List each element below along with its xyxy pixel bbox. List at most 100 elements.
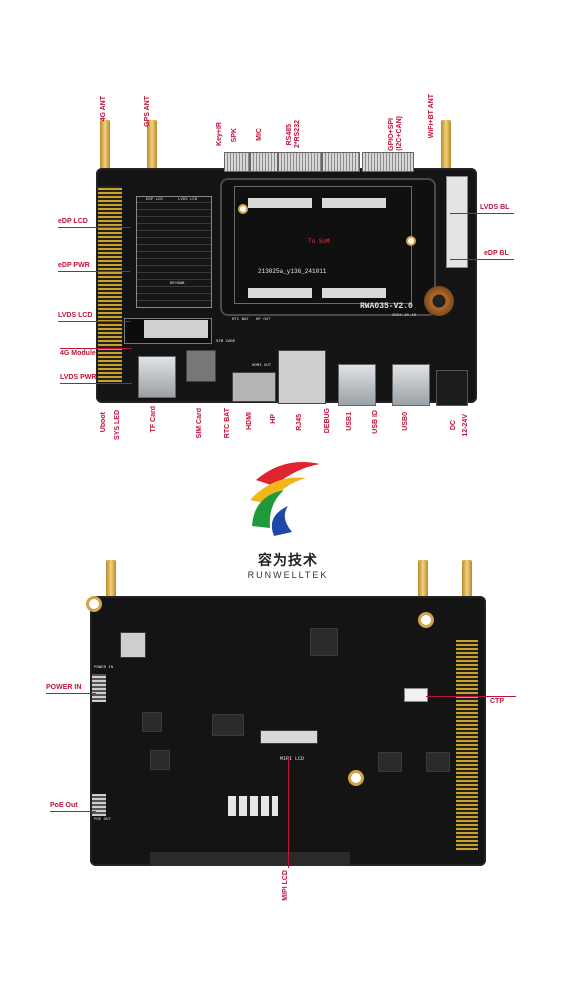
- mipi-connector-row: [228, 796, 278, 816]
- label-i2c-can: (I2C+CAN): [396, 116, 403, 151]
- hp-silk: HP OUT: [256, 318, 271, 322]
- chip: [260, 730, 318, 744]
- label-edp-pwr: eDP PWR: [58, 262, 90, 269]
- inductor: [426, 752, 450, 772]
- label-hp: HP: [270, 414, 277, 424]
- som-label: To SoM: [308, 238, 330, 245]
- leader-line: [50, 811, 96, 812]
- label-lvds-pwr: LVDS PWR: [60, 374, 97, 381]
- mount-hole: [238, 204, 248, 214]
- label-poe-out: PoE Out: [50, 802, 78, 809]
- som-id: 213025a_y136_241011: [258, 268, 327, 275]
- label-usb1: USB1: [346, 412, 353, 431]
- leader-line: [58, 321, 130, 322]
- left-pin-header: [98, 186, 122, 382]
- board-to-board-connector-1: [248, 198, 312, 208]
- right-pin-header: [456, 640, 478, 850]
- label-tf-card: TF Card: [150, 406, 157, 433]
- antenna-connector: [106, 560, 116, 602]
- label-sys-led: SYS LED: [114, 410, 121, 440]
- lcd-pin-table: [136, 196, 212, 308]
- brand-name-en: RUNWELLTEK: [247, 570, 329, 580]
- leader-line: [288, 758, 289, 868]
- mpcie-slot: [144, 320, 208, 338]
- label-rj45: RJ45: [296, 414, 303, 431]
- power-in-silk: POWER IN: [94, 666, 114, 670]
- inductor: [424, 286, 454, 316]
- sim-card-slot: [186, 350, 216, 382]
- poe-out-silk: POE OUT: [94, 818, 111, 822]
- usb1-port: [338, 364, 376, 406]
- label-lvds-lcd: LVDS LCD: [58, 312, 93, 319]
- label-gps-ant: GPS ANT: [144, 96, 151, 127]
- label-hdmi: HDMI: [246, 412, 253, 430]
- spk-mic-header: [250, 152, 278, 172]
- rs232-header: [322, 152, 360, 172]
- label-edp-lcd: eDP LCD: [58, 218, 88, 225]
- right-connector: [446, 176, 468, 268]
- runwelltek-logo-icon: [250, 462, 320, 536]
- poe-out-header: [92, 794, 106, 816]
- board-to-board-connector-4: [322, 288, 386, 298]
- gpio-header: [362, 152, 414, 172]
- wifi-module: [120, 632, 146, 658]
- leader-line: [426, 696, 516, 697]
- label-ctp: CTP: [490, 698, 504, 705]
- label-usb0: USB0: [402, 412, 409, 431]
- label-sim-card: SIM Card: [196, 408, 203, 439]
- rj45-port: [278, 350, 326, 404]
- date-silk: 2024-10-10: [392, 314, 417, 318]
- mount-hole: [406, 236, 416, 246]
- ctp-connector: [404, 688, 428, 702]
- dc-jack: [436, 370, 468, 406]
- inductor: [150, 750, 170, 770]
- 4g-antenna-connector: [100, 120, 110, 176]
- label-mic: MIC: [256, 128, 263, 141]
- board-to-board-connector-2: [322, 198, 386, 208]
- hdmi-port: [232, 372, 276, 402]
- label-4g-module: 4G Module: [60, 350, 96, 357]
- label-dc-voltage: 12-24V: [462, 414, 469, 437]
- inductor: [142, 712, 162, 732]
- label-uboot: Uboot: [100, 412, 107, 433]
- leader-line: [60, 383, 132, 384]
- mount-hole: [86, 596, 102, 612]
- label-lvds-bl: LVDS BL: [480, 204, 510, 211]
- sim-silk: SIM CARD: [216, 340, 236, 344]
- label-wifi-bt-ant: WiFi+BT ANT: [428, 94, 435, 139]
- keyir-header: [224, 152, 250, 172]
- antenna-connector: [418, 560, 428, 602]
- label-spk: SPK: [231, 128, 238, 143]
- inductor: [378, 752, 402, 772]
- chip: [212, 714, 244, 736]
- label-rs232: 2*RS232: [294, 120, 301, 149]
- mount-hole: [418, 612, 434, 628]
- board-to-board-connector-3: [248, 288, 312, 298]
- label-rtc-bat: RTC BAT: [224, 408, 231, 439]
- label-dc: DC: [450, 420, 457, 431]
- label-usb-id: USB ID: [372, 410, 379, 434]
- rs485-header: [278, 152, 322, 172]
- lvds-lcd-silk: LVDS LCD: [178, 198, 198, 202]
- power-in-header: [92, 674, 106, 702]
- tf-card-slot: [138, 356, 176, 398]
- label-power-in: POWER IN: [46, 684, 82, 691]
- usb0-port: [392, 364, 430, 406]
- model-silk: RWA035-V2.0: [360, 302, 413, 311]
- label-mipi-lcd: MIPI LCD: [282, 870, 289, 901]
- leader-line: [60, 348, 132, 349]
- rtc-silk: RTC BAT: [232, 318, 249, 322]
- brand-logo: [244, 456, 330, 542]
- mount-hole: [348, 770, 364, 786]
- mipi-lcd-silk: MIPI LCD: [280, 756, 305, 762]
- hdmi-silk: HDMI OUT: [252, 364, 272, 368]
- leader-line: [58, 271, 130, 272]
- label-debug: DEBUG: [324, 408, 331, 434]
- edp-lcd-silk: EDP LCD: [146, 198, 163, 202]
- label-gpio: GPIO+SPI: [388, 118, 395, 151]
- key-silk: KEY&WB: [170, 282, 185, 286]
- antenna-connector: [462, 560, 472, 602]
- leader-line: [58, 227, 130, 228]
- leader-line: [46, 693, 96, 694]
- label-keyir: Key+IR: [216, 122, 223, 146]
